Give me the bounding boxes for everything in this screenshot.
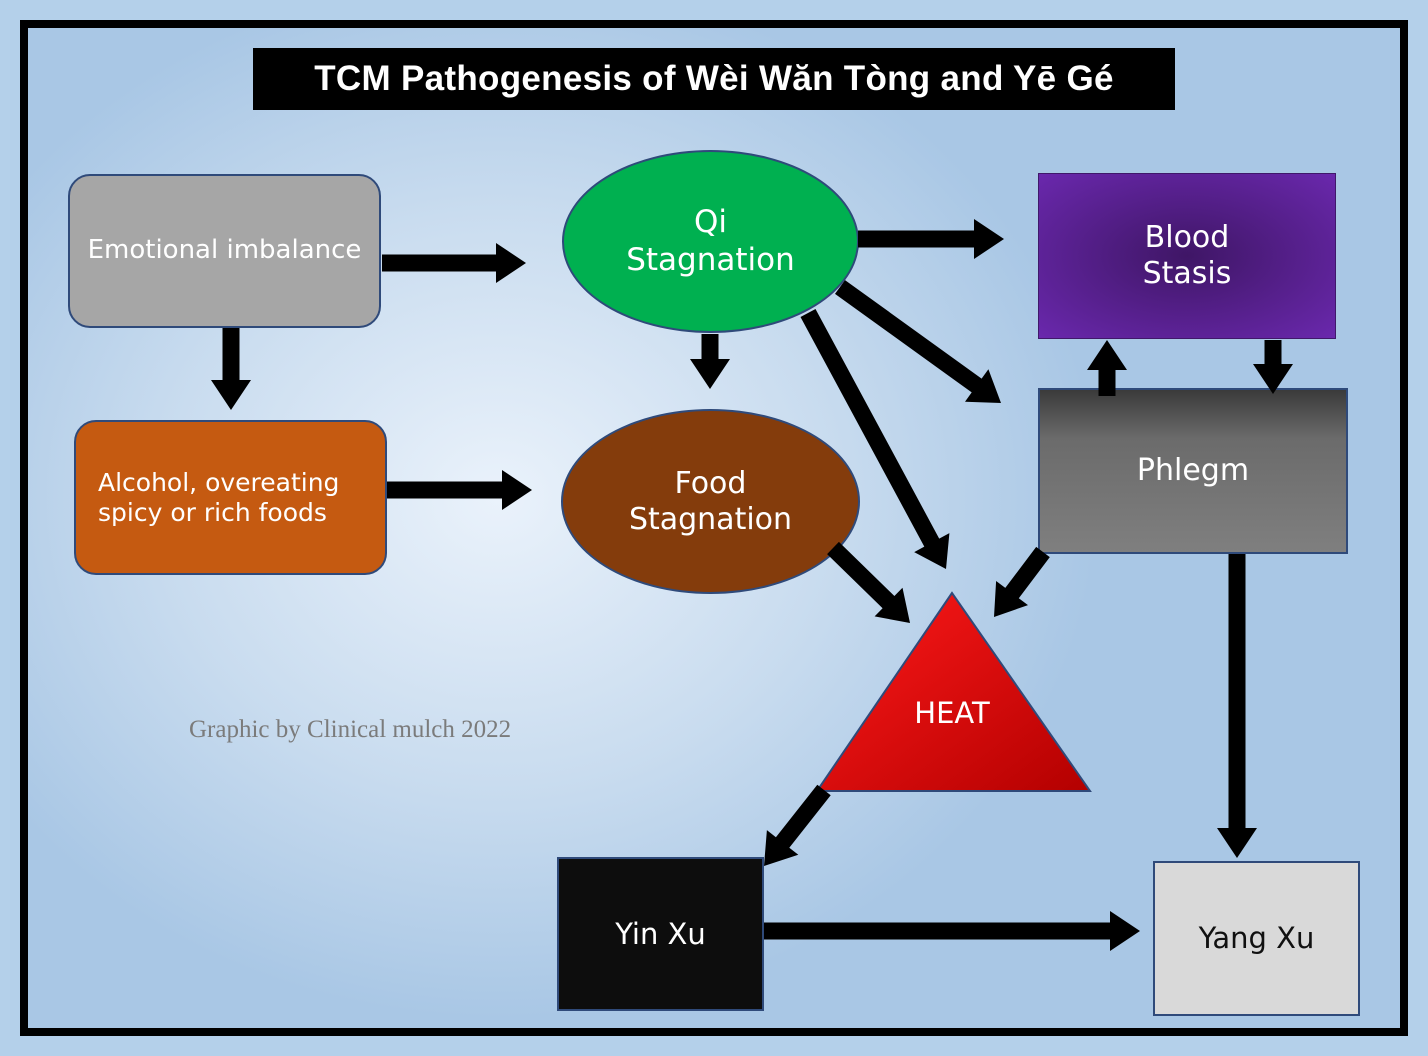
- node-phlegm: Phlegm: [1038, 388, 1348, 554]
- node-emotional-imbalance-label: Emotional imbalance: [87, 235, 362, 266]
- node-alcohol-overeating: Alcohol, overeating spicy or rich foods: [74, 420, 387, 575]
- arrow-blood-to-phlegm: [1253, 340, 1293, 394]
- node-qi-stagnation-label: Qi Stagnation: [626, 204, 795, 278]
- arrow-qi-to-food: [690, 334, 730, 389]
- node-emotional-imbalance: Emotional imbalance: [68, 174, 381, 328]
- arrow-phlegm-to-heat: [994, 546, 1050, 617]
- arrow-phlegm-to-blood: [1087, 340, 1127, 396]
- node-qi-stagnation: Qi Stagnation: [562, 150, 859, 333]
- node-phlegm-label: Phlegm: [1136, 453, 1250, 488]
- node-food-stagnation: Food Stagnation: [561, 409, 860, 594]
- node-alcohol-overeating-label: Alcohol, overeating spicy or rich foods: [98, 467, 340, 527]
- node-food-stagnation-label: Food Stagnation: [628, 465, 793, 537]
- arrow-qi-to-blood: [858, 219, 1004, 259]
- arrow-emotional-to-qi: [382, 243, 526, 283]
- arrow-phlegm-to-yangxu: [1217, 554, 1257, 858]
- node-blood-stasis: Blood Stasis: [1038, 173, 1336, 339]
- arrow-qi-to-heat: [800, 309, 950, 569]
- arrow-yinxu-to-yangxu: [764, 911, 1140, 951]
- node-yang-xu: Yang Xu: [1153, 861, 1360, 1016]
- node-yang-xu-label: Yang Xu: [1198, 921, 1315, 956]
- node-yin-xu-label: Yin Xu: [615, 916, 706, 951]
- node-blood-stasis-label: Blood Stasis: [1142, 220, 1232, 291]
- arrow-food-to-heat: [827, 541, 910, 623]
- arrow-qi-to-phlegm: [835, 280, 1001, 403]
- arrow-group: [211, 219, 1293, 951]
- node-heat-label: HEAT: [914, 696, 990, 730]
- arrow-emotional-to-alcohol: [211, 328, 251, 410]
- diagram-title: TCM Pathogenesis of Wèi Wăn Tòng and Yē …: [253, 48, 1175, 110]
- arrow-heat-to-yinxu: [764, 784, 831, 866]
- arrow-alcohol-to-food: [387, 470, 532, 510]
- node-heat-triangle: [815, 591, 1092, 792]
- graphic-credit: Graphic by Clinical mulch 2022: [189, 716, 512, 743]
- node-yin-xu: Yin Xu: [557, 857, 764, 1011]
